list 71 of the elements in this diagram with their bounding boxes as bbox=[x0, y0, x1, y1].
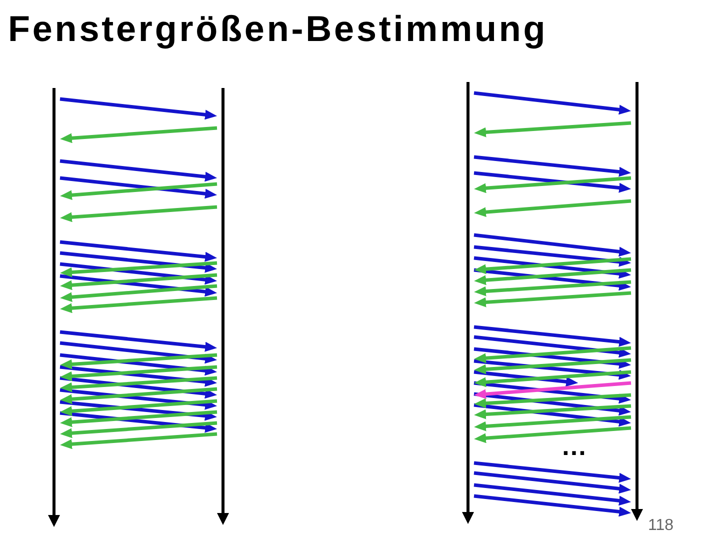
arrow bbox=[60, 284, 218, 302]
arrow bbox=[60, 205, 218, 222]
arrow bbox=[474, 325, 632, 347]
arrow bbox=[60, 353, 218, 376]
arrow bbox=[60, 432, 218, 450]
arrow bbox=[60, 261, 218, 278]
arrow bbox=[474, 268, 632, 286]
arrow bbox=[60, 262, 218, 285]
arrow bbox=[60, 421, 218, 438]
arrow bbox=[474, 233, 632, 257]
arrow bbox=[474, 358, 632, 374]
arrow bbox=[474, 370, 632, 388]
arrow bbox=[60, 411, 218, 433]
arrow bbox=[60, 296, 218, 314]
arrow bbox=[474, 91, 632, 115]
arrow bbox=[60, 182, 218, 200]
arrow bbox=[60, 273, 218, 290]
arrow bbox=[474, 494, 632, 517]
page-number: 118 bbox=[648, 518, 674, 534]
arrow bbox=[474, 415, 632, 432]
arrow bbox=[474, 426, 632, 444]
arrow bbox=[60, 376, 218, 399]
lifeline bbox=[631, 82, 643, 521]
arrow bbox=[474, 291, 632, 308]
arrow bbox=[60, 240, 218, 262]
arrow bbox=[474, 346, 632, 364]
arrow bbox=[474, 155, 632, 177]
lifeline bbox=[217, 88, 229, 525]
arrow bbox=[474, 256, 632, 279]
arrow bbox=[474, 245, 632, 267]
arrow bbox=[474, 393, 632, 408]
arrow bbox=[60, 387, 218, 404]
arrow bbox=[474, 403, 632, 427]
arrow bbox=[474, 381, 632, 404]
arrow bbox=[60, 410, 218, 428]
lifeline bbox=[48, 88, 60, 527]
arrow bbox=[474, 121, 632, 138]
arrow bbox=[60, 365, 218, 382]
arrow bbox=[474, 483, 632, 506]
arrow bbox=[60, 400, 217, 421]
arrow bbox=[474, 471, 632, 494]
arrow bbox=[60, 126, 218, 144]
arrow bbox=[60, 388, 218, 410]
arrow bbox=[60, 97, 218, 120]
arrow bbox=[60, 330, 218, 352]
arrow bbox=[60, 365, 218, 387]
arrow bbox=[474, 280, 632, 296]
arrow bbox=[474, 257, 632, 274]
ellipsis: … bbox=[561, 433, 587, 459]
arrow bbox=[60, 274, 218, 297]
arrow bbox=[60, 353, 218, 370]
arrow bbox=[474, 268, 632, 291]
title: Fenstergrößen-Bestimmung bbox=[8, 9, 548, 49]
arrow bbox=[60, 251, 218, 273]
arrow bbox=[474, 199, 632, 218]
arrow bbox=[474, 461, 632, 483]
arrow bbox=[474, 381, 632, 400]
arrow bbox=[474, 370, 578, 387]
arrow bbox=[60, 376, 218, 392]
arrow bbox=[60, 159, 218, 182]
arrow bbox=[60, 399, 218, 416]
arrow bbox=[60, 341, 218, 364]
lifeline bbox=[462, 82, 474, 524]
arrow bbox=[474, 359, 631, 380]
arrow bbox=[474, 404, 632, 420]
arrow bbox=[474, 347, 632, 369]
arrow bbox=[474, 335, 632, 358]
arrow bbox=[474, 392, 632, 416]
arrow bbox=[60, 176, 218, 199]
arrow bbox=[474, 176, 632, 194]
arrow bbox=[474, 171, 632, 193]
